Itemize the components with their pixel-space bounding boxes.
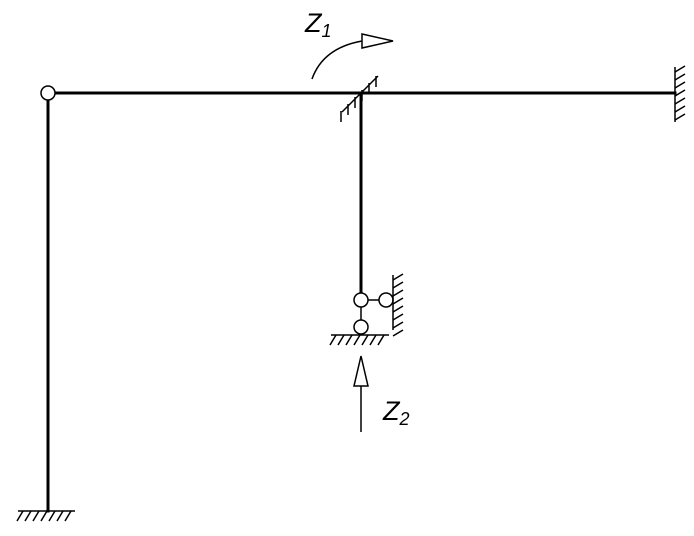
left-column-fixed-support <box>16 510 75 522</box>
joint-rotation-constraint <box>340 75 379 122</box>
side-wall-support <box>392 273 404 337</box>
vertical-link-hinge <box>353 319 369 335</box>
column-base-hinge <box>353 292 369 308</box>
top-left-hinge <box>40 85 56 101</box>
middle-column-support <box>360 299 379 320</box>
right-wall-fixed-support <box>674 65 686 122</box>
z1-label: Z1 <box>304 8 332 41</box>
middle-ground-support <box>329 334 389 346</box>
horizontal-link-hinge <box>378 292 394 308</box>
z1-rotation-arrow <box>311 33 394 80</box>
z2-label: Z2 <box>382 396 410 429</box>
z2-displacement-arrow <box>353 355 369 432</box>
